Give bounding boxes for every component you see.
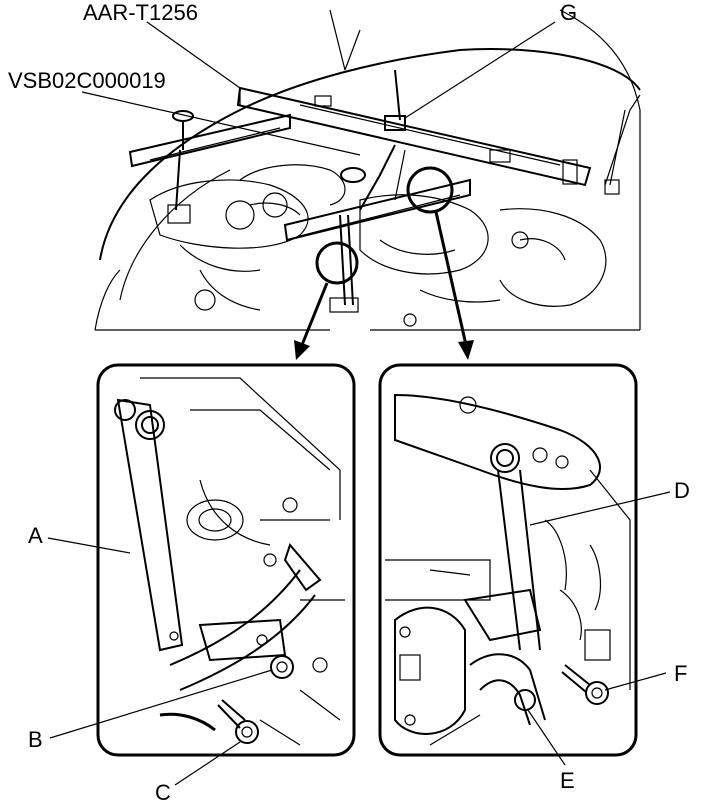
- detail-panel-left: [96, 363, 356, 757]
- left-leaders: [47, 537, 273, 786]
- label-tool-vsb02c000019: VSB02C000019: [8, 68, 166, 93]
- label-tool-aar-t1256: AAR-T1256: [83, 0, 198, 25]
- top-leaders: [81, 21, 556, 156]
- detail-panel-right: [378, 363, 638, 757]
- label-f: F: [674, 661, 687, 686]
- label-g: G: [560, 0, 577, 25]
- label-a: A: [28, 523, 43, 548]
- detail-arrows: [294, 211, 474, 360]
- label-c: C: [155, 780, 171, 805]
- engine-bay-overview: [94, 9, 641, 331]
- detail-circle-right: [406, 166, 454, 214]
- label-e: E: [560, 768, 575, 793]
- label-b: B: [28, 727, 43, 752]
- detail-circle-left: [315, 241, 359, 285]
- right-leaders: [527, 491, 671, 766]
- label-d: D: [674, 478, 690, 503]
